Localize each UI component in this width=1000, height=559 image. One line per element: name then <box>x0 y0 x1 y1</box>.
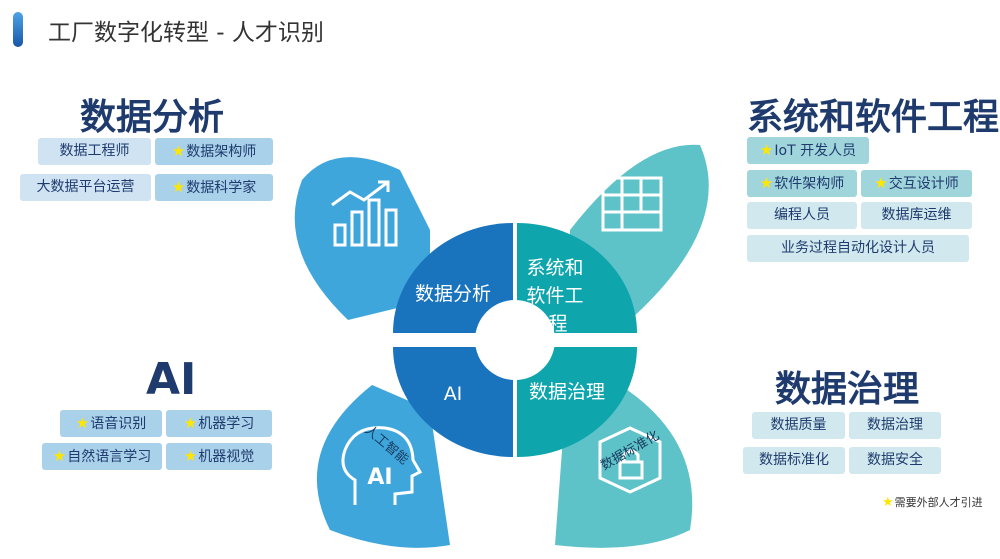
star-icon: ★ <box>52 447 67 465</box>
tag-label: 数据工程师 <box>59 143 130 159</box>
tag-speech-recognition: ★语音识别 <box>60 410 162 437</box>
tag-label: 数据治理 <box>867 417 923 433</box>
tag-label: 数据安全 <box>867 452 923 468</box>
tag-machine-learning: ★机器学习 <box>166 410 272 437</box>
tag-nlp: ★自然语言学习 <box>42 443 162 470</box>
star-icon: ★ <box>75 414 90 432</box>
tag-label: 机器学习 <box>198 416 255 432</box>
heading-systems: 系统和软件工程 <box>747 97 1000 138</box>
star-icon: ★ <box>183 447 198 465</box>
bar-chart-icon <box>331 180 398 247</box>
grid-table-icon <box>601 176 663 232</box>
quadrant-systems-label: 系统和 软件工 程 <box>526 257 589 335</box>
tag-label: 机器视觉 <box>198 449 255 465</box>
ai-head-icon <box>341 426 423 505</box>
tag-label: 自然语言学习 <box>67 449 152 465</box>
center-hole <box>475 300 555 380</box>
quadrant-analytics <box>393 223 513 333</box>
tag-programmer: 编程人员 <box>747 202 857 229</box>
quadrant-governance-label: 数据治理 <box>529 381 605 403</box>
tag-label: 软件架构师 <box>774 176 845 192</box>
tag-label: 数据架构师 <box>186 144 257 160</box>
heading-ai: AI <box>146 354 197 405</box>
heading-governance: 数据治理 <box>775 369 920 410</box>
tag-iot-developer: ★IoT 开发人员 <box>747 137 869 164</box>
tag-data-governance: 数据治理 <box>849 412 941 439</box>
tag-data-standardization: 数据标准化 <box>743 447 845 474</box>
tag-software-architect: ★软件架构师 <box>747 170 857 197</box>
quadrant-systems <box>517 223 637 333</box>
star-icon: ★ <box>759 141 774 159</box>
tag-label: 数据质量 <box>770 417 827 433</box>
tag-data-quality: 数据质量 <box>752 412 845 439</box>
tag-data-engineer: 数据工程师 <box>38 138 151 165</box>
heading-analytics: 数据分析 <box>80 97 225 138</box>
quadrant-ai <box>393 347 513 457</box>
quadrant-governance <box>517 347 637 457</box>
tag-data-scientist: ★数据科学家 <box>155 174 273 201</box>
quadrant-analytics-label: 数据分析 <box>415 283 491 305</box>
page-title: 工厂数字化转型 - 人才识别 <box>48 20 324 46</box>
tag-label: 数据标准化 <box>759 452 829 468</box>
legend-text: 需要外部人才引进 <box>894 496 983 509</box>
ai-head-badge: AI <box>367 465 392 490</box>
tag-label: 数据科学家 <box>186 180 257 196</box>
star-icon: ★ <box>882 495 894 510</box>
tag-interaction-designer: ★交互设计师 <box>861 170 972 197</box>
petal-ai <box>316 385 450 548</box>
tag-bpa-designer: 业务过程自动化设计人员 <box>747 235 969 262</box>
tag-label: 编程人员 <box>774 207 830 223</box>
tag-label: 语音识别 <box>90 416 147 432</box>
tag-db-ops: 数据库运维 <box>861 202 972 229</box>
title-accent-bar <box>13 12 23 47</box>
star-icon: ★ <box>183 414 198 432</box>
hexagon-lock-icon <box>598 426 662 494</box>
quadrant-systems-line: 系统和 <box>526 257 583 279</box>
tag-data-security: 数据安全 <box>849 447 941 474</box>
tag-data-architect: ★数据架构师 <box>155 138 273 165</box>
quadrant-systems-line: 软件工 <box>526 285 583 307</box>
tag-label: 数据库运维 <box>881 207 952 223</box>
legend: ★需要外部人才引进 <box>882 494 983 510</box>
star-icon: ★ <box>171 178 186 196</box>
tag-label: IoT 开发人员 <box>774 143 857 159</box>
tag-label: 业务过程自动化设计人员 <box>781 240 935 256</box>
quadrant-systems-line: 程 <box>548 313 567 335</box>
quadrant-ai-label: AI <box>444 383 463 405</box>
tag-label: 大数据平台运营 <box>36 179 135 195</box>
star-icon: ★ <box>759 174 774 192</box>
tag-machine-vision: ★机器视觉 <box>166 443 272 470</box>
tag-bigdata-ops: 大数据平台运营 <box>20 174 151 201</box>
tag-label: 交互设计师 <box>888 176 959 192</box>
star-icon: ★ <box>874 174 888 192</box>
star-icon: ★ <box>171 142 186 160</box>
